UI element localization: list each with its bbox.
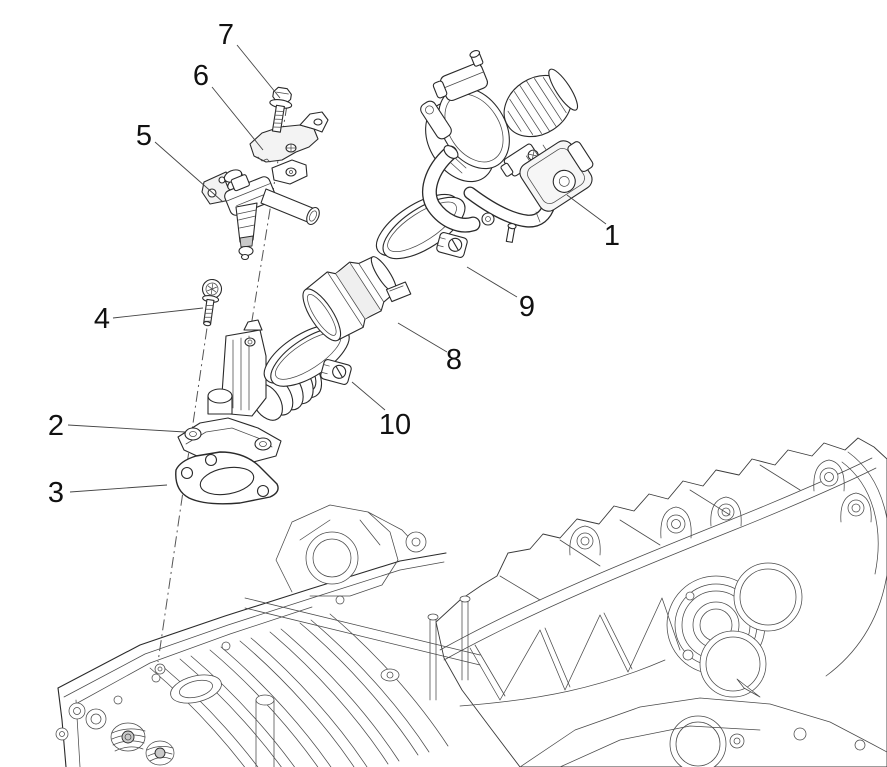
callout-7[interactable]: 7 xyxy=(218,19,281,99)
cylinder-head-drawing xyxy=(55,552,472,767)
part-5-injector xyxy=(201,159,320,261)
callout-1[interactable]: 1 xyxy=(566,194,620,252)
callout-2[interactable]: 2 xyxy=(48,410,186,442)
callout-10[interactable]: 10 xyxy=(351,381,411,441)
callout-6[interactable]: 6 xyxy=(193,60,264,151)
callout-4-leader xyxy=(112,307,204,319)
callouts: 1 2 3 4 5 6 7 8 xyxy=(48,19,620,509)
callout-1-label[interactable]: 1 xyxy=(604,220,620,252)
callout-5[interactable]: 5 xyxy=(136,120,224,203)
crankcase-drawing xyxy=(435,437,887,767)
callout-3[interactable]: 3 xyxy=(48,477,168,509)
callout-2-label[interactable]: 2 xyxy=(48,410,64,442)
callout-5-leader xyxy=(154,141,224,203)
part-8-rubber-sleeve xyxy=(302,256,412,342)
callout-4[interactable]: 4 xyxy=(94,303,204,335)
callout-10-leader xyxy=(351,381,386,411)
callout-8[interactable]: 8 xyxy=(397,322,462,376)
callout-9-label[interactable]: 9 xyxy=(519,291,535,323)
callout-3-label[interactable]: 3 xyxy=(48,477,64,509)
callout-7-leader xyxy=(236,44,281,99)
callout-9[interactable]: 9 xyxy=(466,266,535,323)
part-7-bolt xyxy=(269,86,293,133)
callout-1-leader xyxy=(566,194,607,225)
callout-4-label[interactable]: 4 xyxy=(94,303,110,335)
part-3-gasket xyxy=(175,451,279,505)
callout-5-label[interactable]: 5 xyxy=(136,120,152,152)
part-4-screw xyxy=(201,278,223,327)
part-10-hose-clamp xyxy=(263,324,352,387)
callout-9-leader xyxy=(466,266,518,298)
callout-3-leader xyxy=(69,484,168,493)
callout-10-label[interactable]: 10 xyxy=(379,409,411,441)
callout-6-leader xyxy=(211,86,264,151)
part-2-intake-manifold xyxy=(177,319,323,465)
part-1-throttle-body xyxy=(420,50,594,243)
part-6-bracket xyxy=(249,111,329,163)
callout-7-label[interactable]: 7 xyxy=(218,19,234,51)
callout-6-label[interactable]: 6 xyxy=(193,60,209,92)
callout-8-leader xyxy=(397,322,448,353)
cam-tower-drawing xyxy=(244,504,481,767)
callout-2-leader xyxy=(67,424,186,433)
callout-8-label[interactable]: 8 xyxy=(446,344,462,376)
